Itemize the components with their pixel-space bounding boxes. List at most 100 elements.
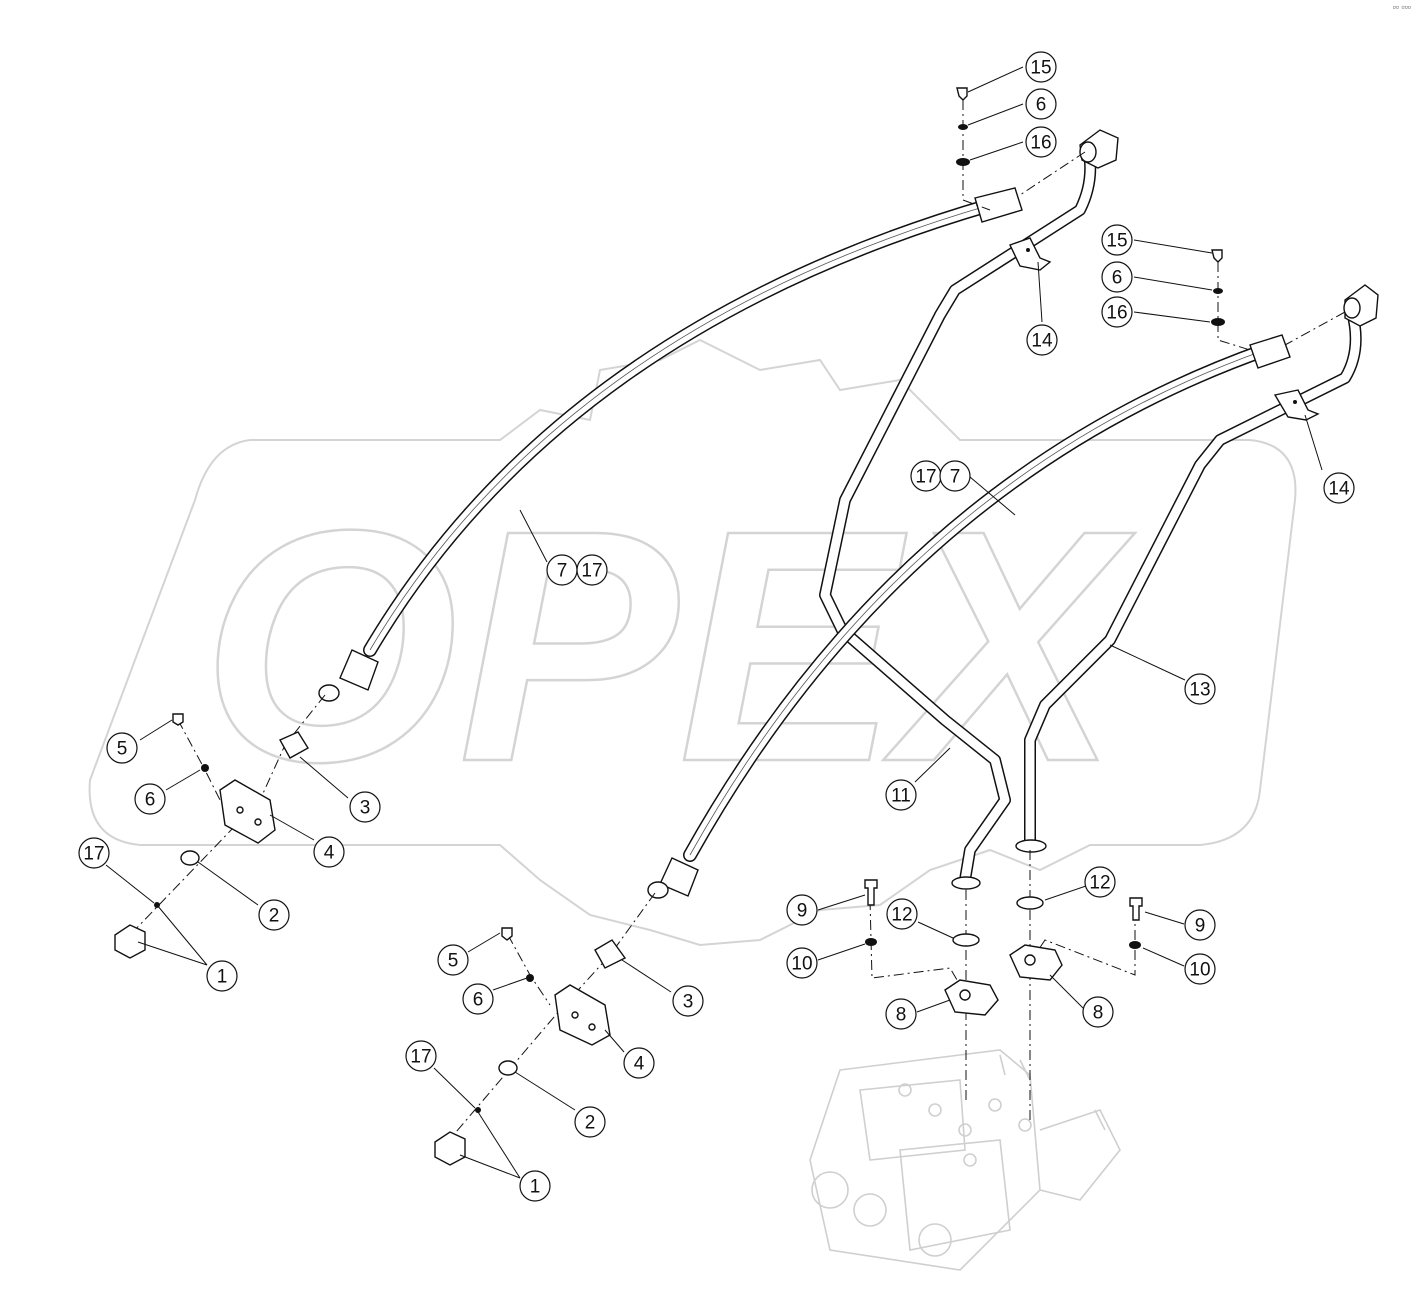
callout-label: 8 bbox=[1093, 1003, 1104, 1024]
callout-label: 6 bbox=[1036, 95, 1047, 116]
callout-circle bbox=[623, 1047, 655, 1079]
callout-circle bbox=[258, 899, 290, 931]
callout-9: 9 bbox=[1184, 909, 1216, 941]
callout-label: 4 bbox=[634, 1054, 645, 1075]
callout-8: 8 bbox=[885, 998, 917, 1030]
callout-1: 1 bbox=[206, 960, 238, 992]
callout-circle bbox=[574, 1106, 606, 1138]
callout-6: 6 bbox=[1101, 261, 1133, 293]
callout-circle bbox=[672, 985, 704, 1017]
callout-4: 4 bbox=[313, 836, 345, 868]
callout-15: 15 bbox=[1025, 51, 1057, 83]
callout-circle bbox=[1101, 224, 1133, 256]
callout-label: 3 bbox=[360, 798, 371, 819]
callout-circle bbox=[939, 460, 971, 492]
callout-circle bbox=[786, 947, 818, 979]
callout-label: 6 bbox=[145, 790, 156, 811]
callout-label: 17 bbox=[410, 1047, 431, 1068]
callout-3: 3 bbox=[672, 985, 704, 1017]
callout-7: 7 bbox=[546, 554, 578, 586]
watermark-text: OPEX bbox=[201, 461, 1135, 830]
watermark-gear-outline bbox=[88, 338, 1297, 947]
callout-label: 16 bbox=[1106, 303, 1127, 324]
assembly-axes bbox=[129, 100, 1346, 1146]
callout-label: 2 bbox=[269, 906, 280, 927]
callout-12: 12 bbox=[1084, 866, 1116, 898]
callout-circle bbox=[1082, 996, 1114, 1028]
callout-label: 14 bbox=[1031, 331, 1053, 352]
callout-9: 9 bbox=[786, 894, 818, 926]
callout-10: 10 bbox=[1184, 953, 1216, 985]
callout-14: 14 bbox=[1026, 324, 1058, 356]
callout-7: 7 bbox=[939, 460, 971, 492]
callout-5: 5 bbox=[106, 732, 138, 764]
callout-label: 17 bbox=[581, 561, 602, 582]
callout-label: 6 bbox=[473, 990, 484, 1011]
callout-label: 9 bbox=[797, 901, 808, 922]
callout-12: 12 bbox=[886, 898, 918, 930]
callout-17: 17 bbox=[78, 837, 110, 869]
callout-circle bbox=[1184, 909, 1216, 941]
callout-label: 15 bbox=[1106, 231, 1127, 252]
callout-label: 5 bbox=[117, 739, 128, 760]
callout-circle bbox=[405, 1040, 437, 1072]
callout-circle bbox=[576, 554, 608, 586]
callout-circle bbox=[1323, 472, 1355, 504]
callout-circle bbox=[1026, 324, 1058, 356]
callout-17: 17 bbox=[405, 1040, 437, 1072]
callout-3: 3 bbox=[349, 791, 381, 823]
clamp-14-upper bbox=[1009, 237, 1052, 271]
callout-16: 16 bbox=[1101, 296, 1133, 328]
callout-label: 8 bbox=[896, 1005, 907, 1026]
callout-circle bbox=[1084, 866, 1116, 898]
callout-label: 5 bbox=[448, 951, 459, 972]
callout-label: 11 bbox=[891, 786, 911, 807]
callout-8: 8 bbox=[1082, 996, 1114, 1028]
hose-7-lower bbox=[647, 334, 1291, 899]
control-valve-ghost bbox=[809, 1049, 1121, 1271]
callout-5: 5 bbox=[437, 944, 469, 976]
callout-circle bbox=[206, 960, 238, 992]
callout-circle bbox=[1025, 126, 1057, 158]
watermark: OPEX bbox=[88, 338, 1297, 947]
corner-mark: ▫▫ ▫▫▫ bbox=[1392, 2, 1411, 12]
callout-circle bbox=[313, 836, 345, 868]
clamp-14-lower bbox=[1273, 389, 1320, 421]
pipe-13 bbox=[1015, 284, 1379, 853]
callout-circle bbox=[519, 1170, 551, 1202]
callout-label: 17 bbox=[915, 467, 936, 488]
callout-10: 10 bbox=[786, 947, 818, 979]
callout-label: 13 bbox=[1189, 680, 1210, 701]
callout-circle bbox=[1025, 88, 1057, 120]
callout-label: 12 bbox=[891, 905, 912, 926]
pipe-11 bbox=[819, 129, 1119, 890]
callout-circle bbox=[1101, 261, 1133, 293]
callout-circle bbox=[437, 944, 469, 976]
callout-label: 16 bbox=[1030, 133, 1051, 154]
callout-label: 1 bbox=[530, 1177, 541, 1198]
callout-circle bbox=[78, 837, 110, 869]
callout-circle bbox=[106, 732, 138, 764]
callout-label: 10 bbox=[791, 954, 812, 975]
callout-4: 4 bbox=[623, 1047, 655, 1079]
callout-14: 14 bbox=[1323, 472, 1355, 504]
callout-1: 1 bbox=[519, 1170, 551, 1202]
callout-11: 11 bbox=[885, 779, 917, 811]
callout-label: 14 bbox=[1328, 479, 1350, 500]
callout-6: 6 bbox=[1025, 88, 1057, 120]
callout-6: 6 bbox=[134, 783, 166, 815]
callout-circle bbox=[134, 783, 166, 815]
callout-label: 4 bbox=[324, 843, 335, 864]
callout-17: 17 bbox=[910, 460, 942, 492]
callout-13: 13 bbox=[1184, 673, 1216, 705]
callout-2: 2 bbox=[574, 1106, 606, 1138]
callout-label: 6 bbox=[1112, 268, 1123, 289]
callout-label: 9 bbox=[1195, 916, 1206, 937]
callout-label: 1 bbox=[217, 967, 228, 988]
callout-label: 12 bbox=[1089, 873, 1110, 894]
callout-label: 17 bbox=[83, 844, 104, 865]
callout-circle bbox=[1101, 296, 1133, 328]
callout-circle bbox=[1025, 51, 1057, 83]
callout-label: 15 bbox=[1030, 58, 1051, 79]
